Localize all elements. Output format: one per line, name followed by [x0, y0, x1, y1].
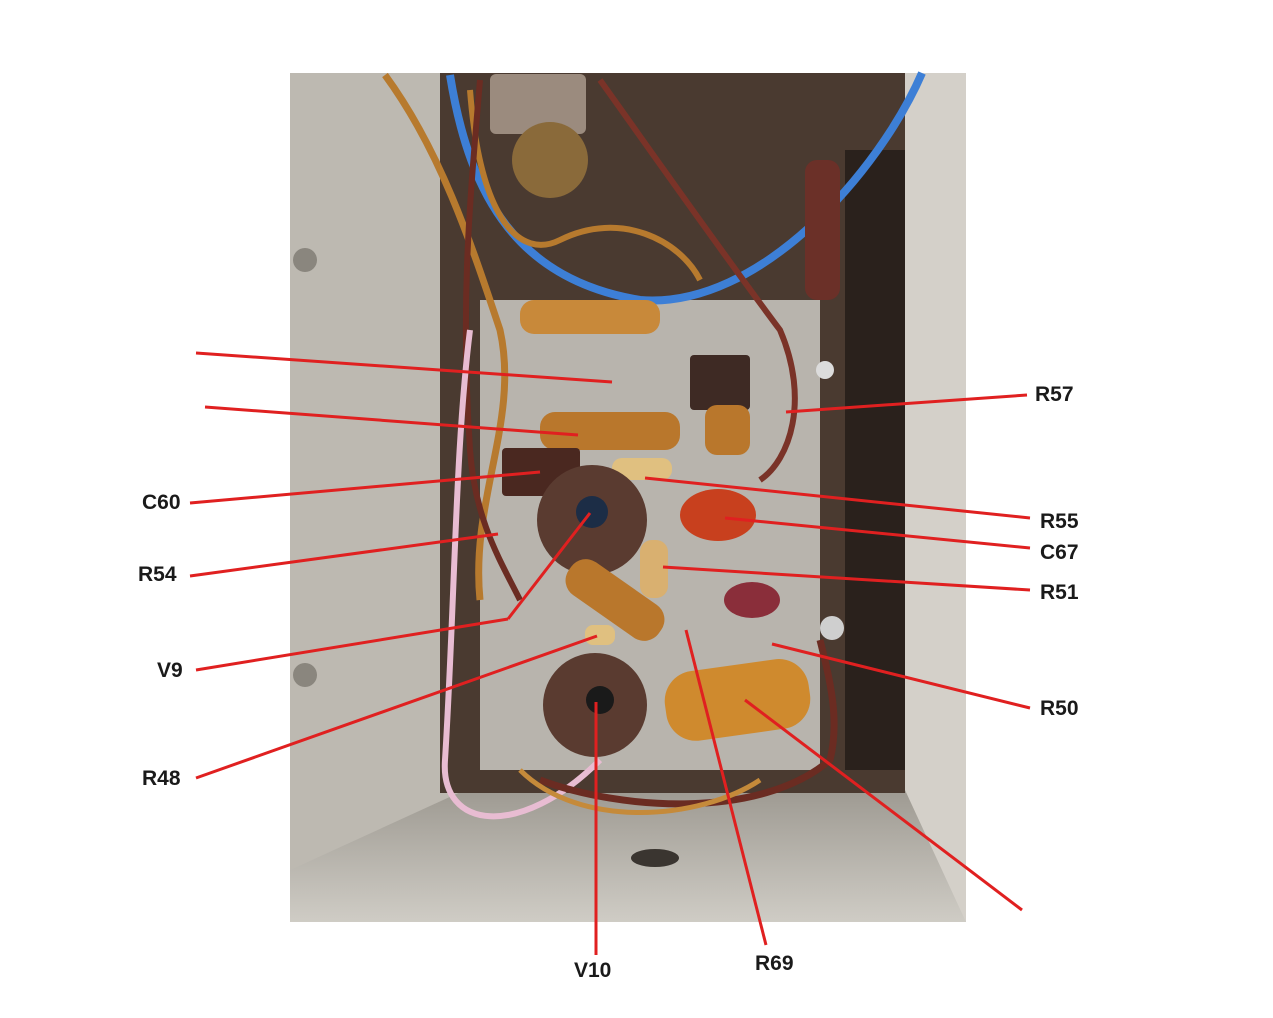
leader-line-r57 — [785, 393, 1028, 414]
terminal-lug — [820, 616, 844, 640]
label-r50: R50 — [1040, 697, 1079, 720]
label-c60: C60 — [142, 491, 181, 514]
terminal-block — [690, 355, 750, 410]
tube-socket-v10-center — [586, 686, 614, 714]
chassis-right-wall — [900, 73, 966, 922]
label-r57: R57 — [1035, 383, 1074, 406]
wire-tan — [518, 768, 762, 815]
label-r55: R55 — [1040, 510, 1079, 533]
terminal-lug — [816, 361, 834, 379]
label-r54: R54 — [138, 563, 177, 586]
mount-hole — [293, 663, 317, 687]
wire-tan — [467, 89, 703, 282]
chassis-bottom-lip — [290, 790, 966, 922]
capacitor-body — [520, 300, 660, 334]
leader-line-c60 — [189, 470, 541, 505]
wire-brown — [597, 78, 798, 483]
leader-line — [744, 698, 1023, 912]
resistor-body — [805, 160, 840, 300]
label-v9: V9 — [157, 659, 183, 682]
label-v10: V10 — [574, 959, 612, 982]
leader-line-v9 — [195, 617, 509, 672]
leader-line-r50 — [771, 642, 1031, 710]
capacitor-body — [705, 405, 750, 455]
resistor-r48-band — [585, 625, 615, 645]
floor-hole — [631, 849, 679, 867]
label-r51: R51 — [1040, 581, 1079, 604]
potentiometer — [490, 74, 586, 134]
leader-line-r48 — [195, 634, 598, 780]
leader-line-r54 — [189, 532, 499, 578]
wire-pink — [441, 329, 603, 820]
resistor-r48 — [565, 559, 665, 641]
capacitor-body — [540, 412, 680, 450]
leader-line-c67 — [724, 516, 1031, 550]
leader-line — [204, 405, 579, 437]
resistor-r55 — [612, 458, 672, 480]
leader-line — [195, 351, 613, 384]
wire-tan — [382, 72, 509, 601]
leader-line-v9b — [506, 512, 592, 620]
label-r48: R48 — [142, 767, 181, 790]
right-rail — [845, 150, 905, 770]
label-c67: C67 — [1040, 541, 1079, 564]
label-r69: R69 — [755, 952, 794, 975]
leader-line-r55 — [644, 476, 1031, 520]
potentiometer-body — [512, 122, 588, 198]
leader-line-r69 — [684, 629, 768, 946]
mount-hole — [293, 248, 317, 272]
capacitor-c67-base — [724, 582, 780, 618]
wire-brown — [462, 79, 523, 602]
leader-line-r51 — [662, 565, 1031, 592]
resistor-r51 — [640, 540, 668, 598]
wire-brown — [538, 639, 838, 808]
capacitor-c67 — [680, 489, 756, 541]
chassis-left-wall — [290, 73, 465, 870]
leader-lines — [189, 351, 1031, 955]
